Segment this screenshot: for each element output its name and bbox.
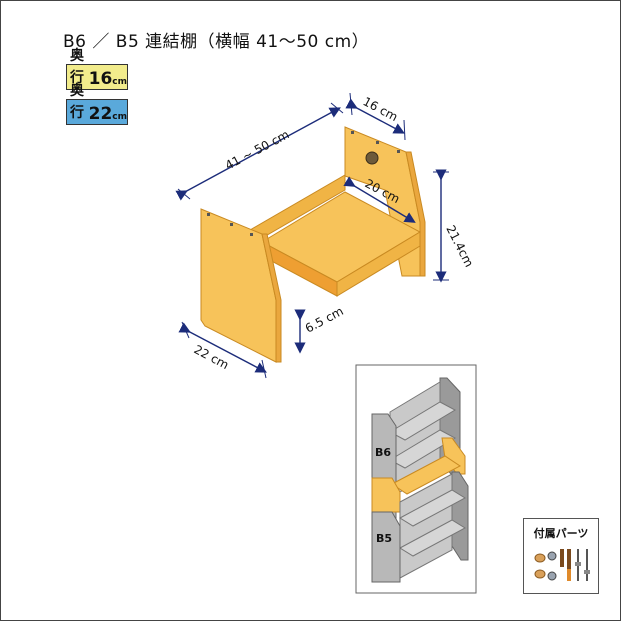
shelf-board-side: [336, 231, 421, 297]
parts-illustration: [534, 549, 590, 581]
dowel-hole: [230, 223, 233, 226]
dimension-tick: [177, 188, 191, 200]
mounting-hole: [365, 151, 379, 165]
dimension-tick: [403, 119, 406, 141]
screw-head-icon: [575, 562, 581, 566]
dowel-icon: [567, 569, 571, 581]
top-depth-dimension-line: [345, 98, 405, 134]
lower-unit-shelf: [398, 519, 467, 557]
included-parts-box: 付属パーツ: [523, 518, 599, 594]
lower-unit-back-side: [451, 471, 469, 561]
connecting-shelf-board: [391, 455, 461, 495]
included-parts-label: 付属パーツ: [533, 527, 589, 540]
cam-lock-icon: [547, 571, 557, 581]
dowel-hole: [397, 150, 400, 153]
bottom-depth-dimension-line: [178, 322, 267, 373]
badge-unit: cm: [112, 112, 127, 122]
upper-unit-shelf: [388, 429, 457, 469]
cam-lock-icon: [547, 551, 557, 561]
wood-plug-icon: [534, 569, 546, 579]
badge-number: 22: [88, 104, 113, 124]
depth-badge-22: 奥行 22 cm: [66, 83, 128, 125]
width-label: 41 ~ 50 cm: [223, 127, 292, 172]
upper-unit-shelf: [388, 401, 457, 441]
dimension-tick: [181, 321, 190, 339]
page-title: B6 ／ B5 連結棚（横幅 41〜50 cm）: [63, 32, 370, 52]
wood-plug-icon: [534, 553, 546, 563]
badge-prefix: 奥行: [70, 83, 84, 121]
dowel-icon: [567, 549, 571, 569]
badge-prefix: 奥行: [70, 48, 84, 86]
width-dimension-line: [175, 107, 341, 201]
badge-unit: cm: [112, 77, 127, 87]
depth-badge-16: 奥行 16 cm: [66, 48, 128, 90]
lower-unit-front-side: [371, 511, 401, 583]
height-label: 21.4cm: [443, 223, 476, 269]
top-depth-label: 16 cm: [361, 94, 401, 124]
dowel-hole: [207, 213, 210, 216]
dowel-hole: [250, 233, 253, 236]
lower-unit-shelf: [398, 489, 467, 527]
left-side-panel-edge: [261, 233, 282, 363]
dimension-tick: [261, 359, 267, 379]
bottom-depth-label: 22 cm: [192, 342, 232, 372]
screw-head-icon: [584, 570, 590, 574]
dowel-hole: [376, 141, 379, 144]
badge-number: 16: [88, 69, 113, 89]
stack-label-upper: B6: [375, 446, 391, 459]
inner-depth-dimension-line: [343, 176, 416, 223]
dimension-tick: [349, 92, 353, 116]
stack-label-lower: B5: [376, 532, 392, 545]
dimension-tick: [330, 102, 344, 114]
clearance-label: 6.5 cm: [303, 304, 346, 336]
dowel-icon: [560, 549, 564, 567]
dowel-hole: [351, 131, 354, 134]
